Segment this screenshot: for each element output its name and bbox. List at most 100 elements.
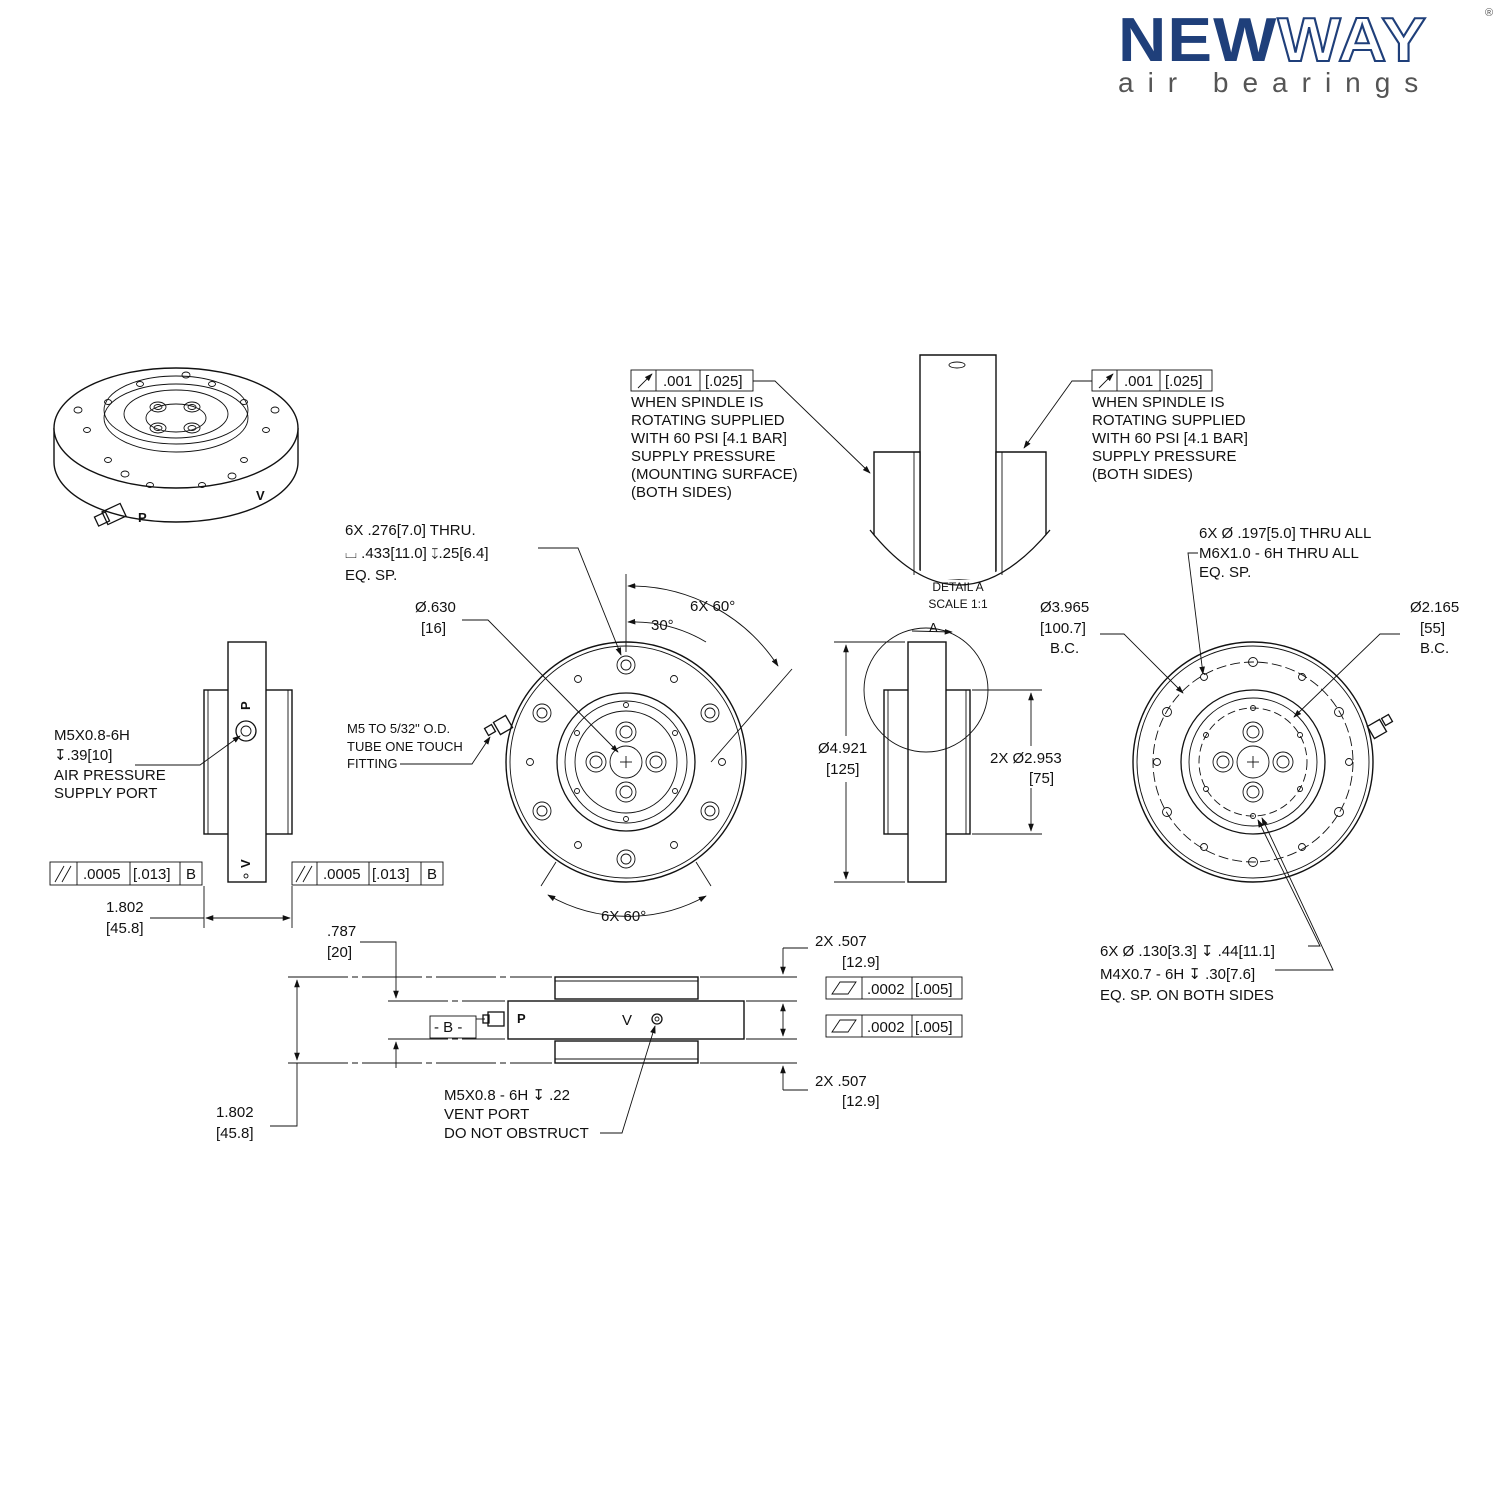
detail-a-label: DETAIL A: [932, 580, 983, 594]
bottom-vent-note-line: VENT PORT: [444, 1106, 529, 1123]
rear-bc-large-label: B.C.: [1050, 640, 1079, 657]
front-view: 6X .276[7.0] THRU. ⌴ .433[11.0] ↧.25[6.4…: [345, 522, 793, 925]
detail-a-view: DETAIL A SCALE 1:1 .001 [.025] WHEN SPIN…: [630, 354, 1248, 611]
side-port-label: P: [238, 701, 253, 710]
bottom-fcf-top: .0002 [.005]: [825, 976, 963, 1000]
rear-view: 6X Ø .197[5.0] THRU ALL M6X1.0 - 6H THRU…: [1040, 525, 1459, 1004]
side-width-dim-metric: [45.8]: [106, 920, 144, 937]
bottom-787-dim: .787: [327, 923, 356, 940]
front-fitting-note: M5 TO 5/32" O.D. TUBE ONE TOUCH FITTING: [347, 721, 463, 771]
bottom-vent-note-line: DO NOT OBSTRUCT: [444, 1125, 589, 1142]
front-angle-top: 6X 60°: [690, 598, 735, 615]
iso-label-p: P: [138, 510, 147, 525]
bottom-507-top-dim: 2X .507: [815, 933, 867, 950]
detail-note-left-line: ROTATING SUPPLIED: [631, 412, 785, 429]
detail-note-left: WHEN SPINDLE IS ROTATING SUPPLIED WITH 6…: [631, 394, 798, 501]
logo-registered-mark: ®: [1485, 7, 1494, 19]
section-detail-ref: A: [929, 620, 938, 635]
section-od-dim: Ø4.921: [818, 740, 867, 757]
side-vent-label: V: [238, 859, 253, 868]
rear-bc-large-dim: Ø3.965: [1040, 599, 1089, 616]
rear-tapped-note: 6X Ø .130[3.3] ↧ .44[11.1] M4X0.7 - 6H ↧…: [1100, 943, 1275, 1004]
rear-tapped-note-line: M4X0.7 - 6H ↧ .30[7.6]: [1100, 966, 1255, 983]
rear-holes-note-line: EQ. SP.: [1199, 564, 1251, 581]
detail-note-right-line: SUPPLY PRESSURE: [1092, 448, 1237, 465]
bottom-787-dim-metric: [20]: [327, 944, 352, 961]
bottom-vent-note-line: M5X0.8 - 6H ↧ .22: [444, 1087, 570, 1104]
rear-bc-large: Ø3.965 [100.7] B.C.: [1040, 599, 1089, 657]
logo-brand-way: WAY: [1276, 5, 1428, 76]
rear-tapped-note-line: EQ. SP. ON BOTH SIDES: [1100, 987, 1274, 1004]
side-fcf-left-metric: [.013]: [133, 866, 171, 883]
rear-bc-small-label: B.C.: [1420, 640, 1449, 657]
detail-note-left-line: WHEN SPINDLE IS: [631, 394, 764, 411]
side-fcf-right-metric: [.013]: [372, 866, 410, 883]
bottom-label-p: P: [517, 1011, 526, 1026]
detail-note-left-line: (MOUNTING SURFACE): [631, 466, 798, 483]
detail-note-left-line: WITH 60 PSI [4.1 BAR]: [631, 430, 787, 447]
front-fitting-note-line: M5 TO 5/32" O.D.: [347, 721, 450, 736]
newway-logo: NEWWAY ® air bearings: [1110, 5, 1500, 105]
rear-bc-small-dim: Ø2.165: [1410, 599, 1459, 616]
side-fcf-left-value: .0005: [83, 866, 121, 883]
side-port-note-line: M5X0.8-6H: [54, 727, 130, 744]
detail-note-right-line: ROTATING SUPPLIED: [1092, 412, 1246, 429]
bottom-datum-b: - B -: [434, 1019, 462, 1036]
bottom-fcf-bottom-value: .0002: [867, 1019, 905, 1036]
rear-holes-note-line: 6X Ø .197[5.0] THRU ALL: [1199, 525, 1371, 542]
logo-brand-new: NEW: [1118, 6, 1278, 75]
rear-holes-note: 6X Ø .197[5.0] THRU ALL M6X1.0 - 6H THRU…: [1199, 525, 1371, 581]
front-holes-note: 6X .276[7.0] THRU. ⌴ .433[11.0] ↧.25[6.4…: [345, 522, 489, 584]
detail-fcf-left: .001 [.025]: [630, 369, 754, 392]
bottom-fcf-bottom-metric: [.005]: [915, 1019, 953, 1036]
detail-fcf-right-value: .001: [1124, 373, 1153, 390]
side-fcf-right-datum: B: [427, 866, 437, 883]
front-holes-note-line: EQ. SP.: [345, 567, 397, 584]
section-id-dim: 2X Ø2.953: [990, 750, 1062, 767]
detail-a-scale: SCALE 1:1: [928, 597, 988, 611]
iso-label-v: V: [256, 488, 265, 503]
side-port-note: M5X0.8-6H ↧.39[10] AIR PRESSURE SUPPLY P…: [54, 727, 166, 802]
front-fitting-note-line: FITTING: [347, 756, 398, 771]
bottom-height-dim: 1.802: [216, 1104, 254, 1121]
bottom-view: P V - B - 1.802 [45.8] .787 [20] 2X .507…: [216, 923, 963, 1142]
bottom-507-bottom-metric: [12.9]: [842, 1093, 880, 1110]
detail-note-left-line: SUPPLY PRESSURE: [631, 448, 776, 465]
detail-note-right: WHEN SPINDLE IS ROTATING SUPPLIED WITH 6…: [1092, 394, 1248, 483]
front-fitting-note-line: TUBE ONE TOUCH: [347, 739, 463, 754]
rear-tapped-note-line: 6X Ø .130[3.3] ↧ .44[11.1]: [1100, 943, 1275, 960]
detail-note-right-line: WITH 60 PSI [4.1 BAR]: [1092, 430, 1248, 447]
front-holes-note-line: 6X .276[7.0] THRU.: [345, 522, 476, 539]
bottom-label-v: V: [622, 1012, 632, 1029]
side-fcf-left: .0005 [.013] B: [49, 861, 203, 886]
front-angle-30: 30°: [651, 617, 674, 634]
side-port-note-line: ↧.39[10]: [54, 747, 112, 764]
rear-bc-large-metric: [100.7]: [1040, 620, 1086, 637]
side-port-note-line: SUPPLY PORT: [54, 785, 157, 802]
side-width-dim: 1.802: [106, 899, 144, 916]
section-view: A Ø4.921 [125] 2X Ø2.953 [75]: [816, 620, 1074, 883]
rear-bc-small: Ø2.165 [55] B.C.: [1410, 599, 1459, 657]
detail-fcf-right: .001 [.025]: [1091, 369, 1213, 392]
side-fcf-right-value: .0005: [323, 866, 361, 883]
front-angle-bottom: 6X 60°: [601, 908, 646, 925]
bottom-height-dim-metric: [45.8]: [216, 1125, 254, 1142]
side-view: P V M5X0.8-6H ↧.39[10] AIR PRESSURE SUPP…: [49, 641, 444, 937]
detail-fcf-left-metric: [.025]: [705, 373, 743, 390]
isometric-view: P V: [53, 367, 299, 527]
bottom-vent-note: M5X0.8 - 6H ↧ .22 VENT PORT DO NOT OBSTR…: [444, 1087, 589, 1142]
detail-fcf-right-metric: [.025]: [1165, 373, 1203, 390]
logo-tagline: air bearings: [1118, 67, 1433, 98]
side-fcf-left-datum: B: [186, 866, 196, 883]
bottom-507-top-metric: [12.9]: [842, 954, 880, 971]
bottom-507-bottom-dim: 2X .507: [815, 1073, 867, 1090]
bottom-fcf-top-metric: [.005]: [915, 981, 953, 998]
detail-note-right-line: (BOTH SIDES): [1092, 466, 1193, 483]
detail-fcf-left-value: .001: [663, 373, 692, 390]
bottom-fcf-top-value: .0002: [867, 981, 905, 998]
section-id-dim-metric: [75]: [1029, 770, 1054, 787]
section-od-dim-metric: [125]: [826, 761, 859, 778]
rear-holes-note-line: M6X1.0 - 6H THRU ALL: [1199, 545, 1359, 562]
bottom-fcf-bottom: .0002 [.005]: [825, 1014, 963, 1038]
front-bore-dim: Ø.630: [415, 599, 456, 616]
